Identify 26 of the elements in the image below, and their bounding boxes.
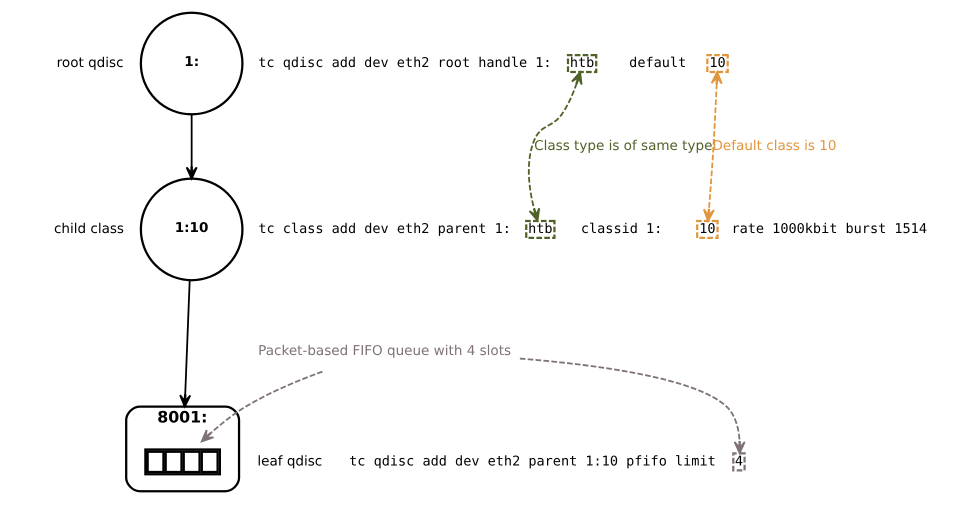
arrow bbox=[200, 370, 322, 442]
arrow bbox=[185, 114, 198, 180]
label: rate 1000kbit burst 1514 bbox=[730, 220, 926, 237]
node-box: 10 bbox=[706, 54, 728, 74]
node-label: leaf qdisc bbox=[256, 453, 322, 470]
node-circle: 1: bbox=[139, 12, 244, 116]
node-label: root qdisc bbox=[56, 55, 124, 72]
node-circle: 1:10 bbox=[139, 178, 244, 282]
label: tc qdisc add dev eth2 parent 1:10 pfifo limit bbox=[348, 453, 716, 470]
node-box: htb bbox=[566, 54, 597, 74]
label: tc qdisc add dev eth2 root handle 1: bbox=[258, 55, 552, 72]
cluster: 8001: bbox=[124, 405, 240, 492]
label: tc class add dev eth2 parent 1: bbox=[258, 220, 510, 237]
node-label: child class bbox=[53, 220, 124, 237]
node-text: Packet-based FIFO queue with 4 slots bbox=[258, 342, 511, 359]
edge-label: Class type is of same type bbox=[534, 138, 712, 154]
node-box: 4 bbox=[732, 452, 746, 472]
arrow bbox=[519, 358, 746, 454]
label: classid 1: bbox=[580, 220, 662, 237]
arrow bbox=[527, 71, 582, 222]
label: default bbox=[628, 55, 686, 72]
arrow bbox=[178, 280, 191, 408]
arrow bbox=[702, 71, 722, 222]
edge-label: Default class is 10 bbox=[712, 138, 836, 154]
node-box: htb bbox=[524, 220, 556, 239]
node-box: 10 bbox=[696, 220, 718, 239]
